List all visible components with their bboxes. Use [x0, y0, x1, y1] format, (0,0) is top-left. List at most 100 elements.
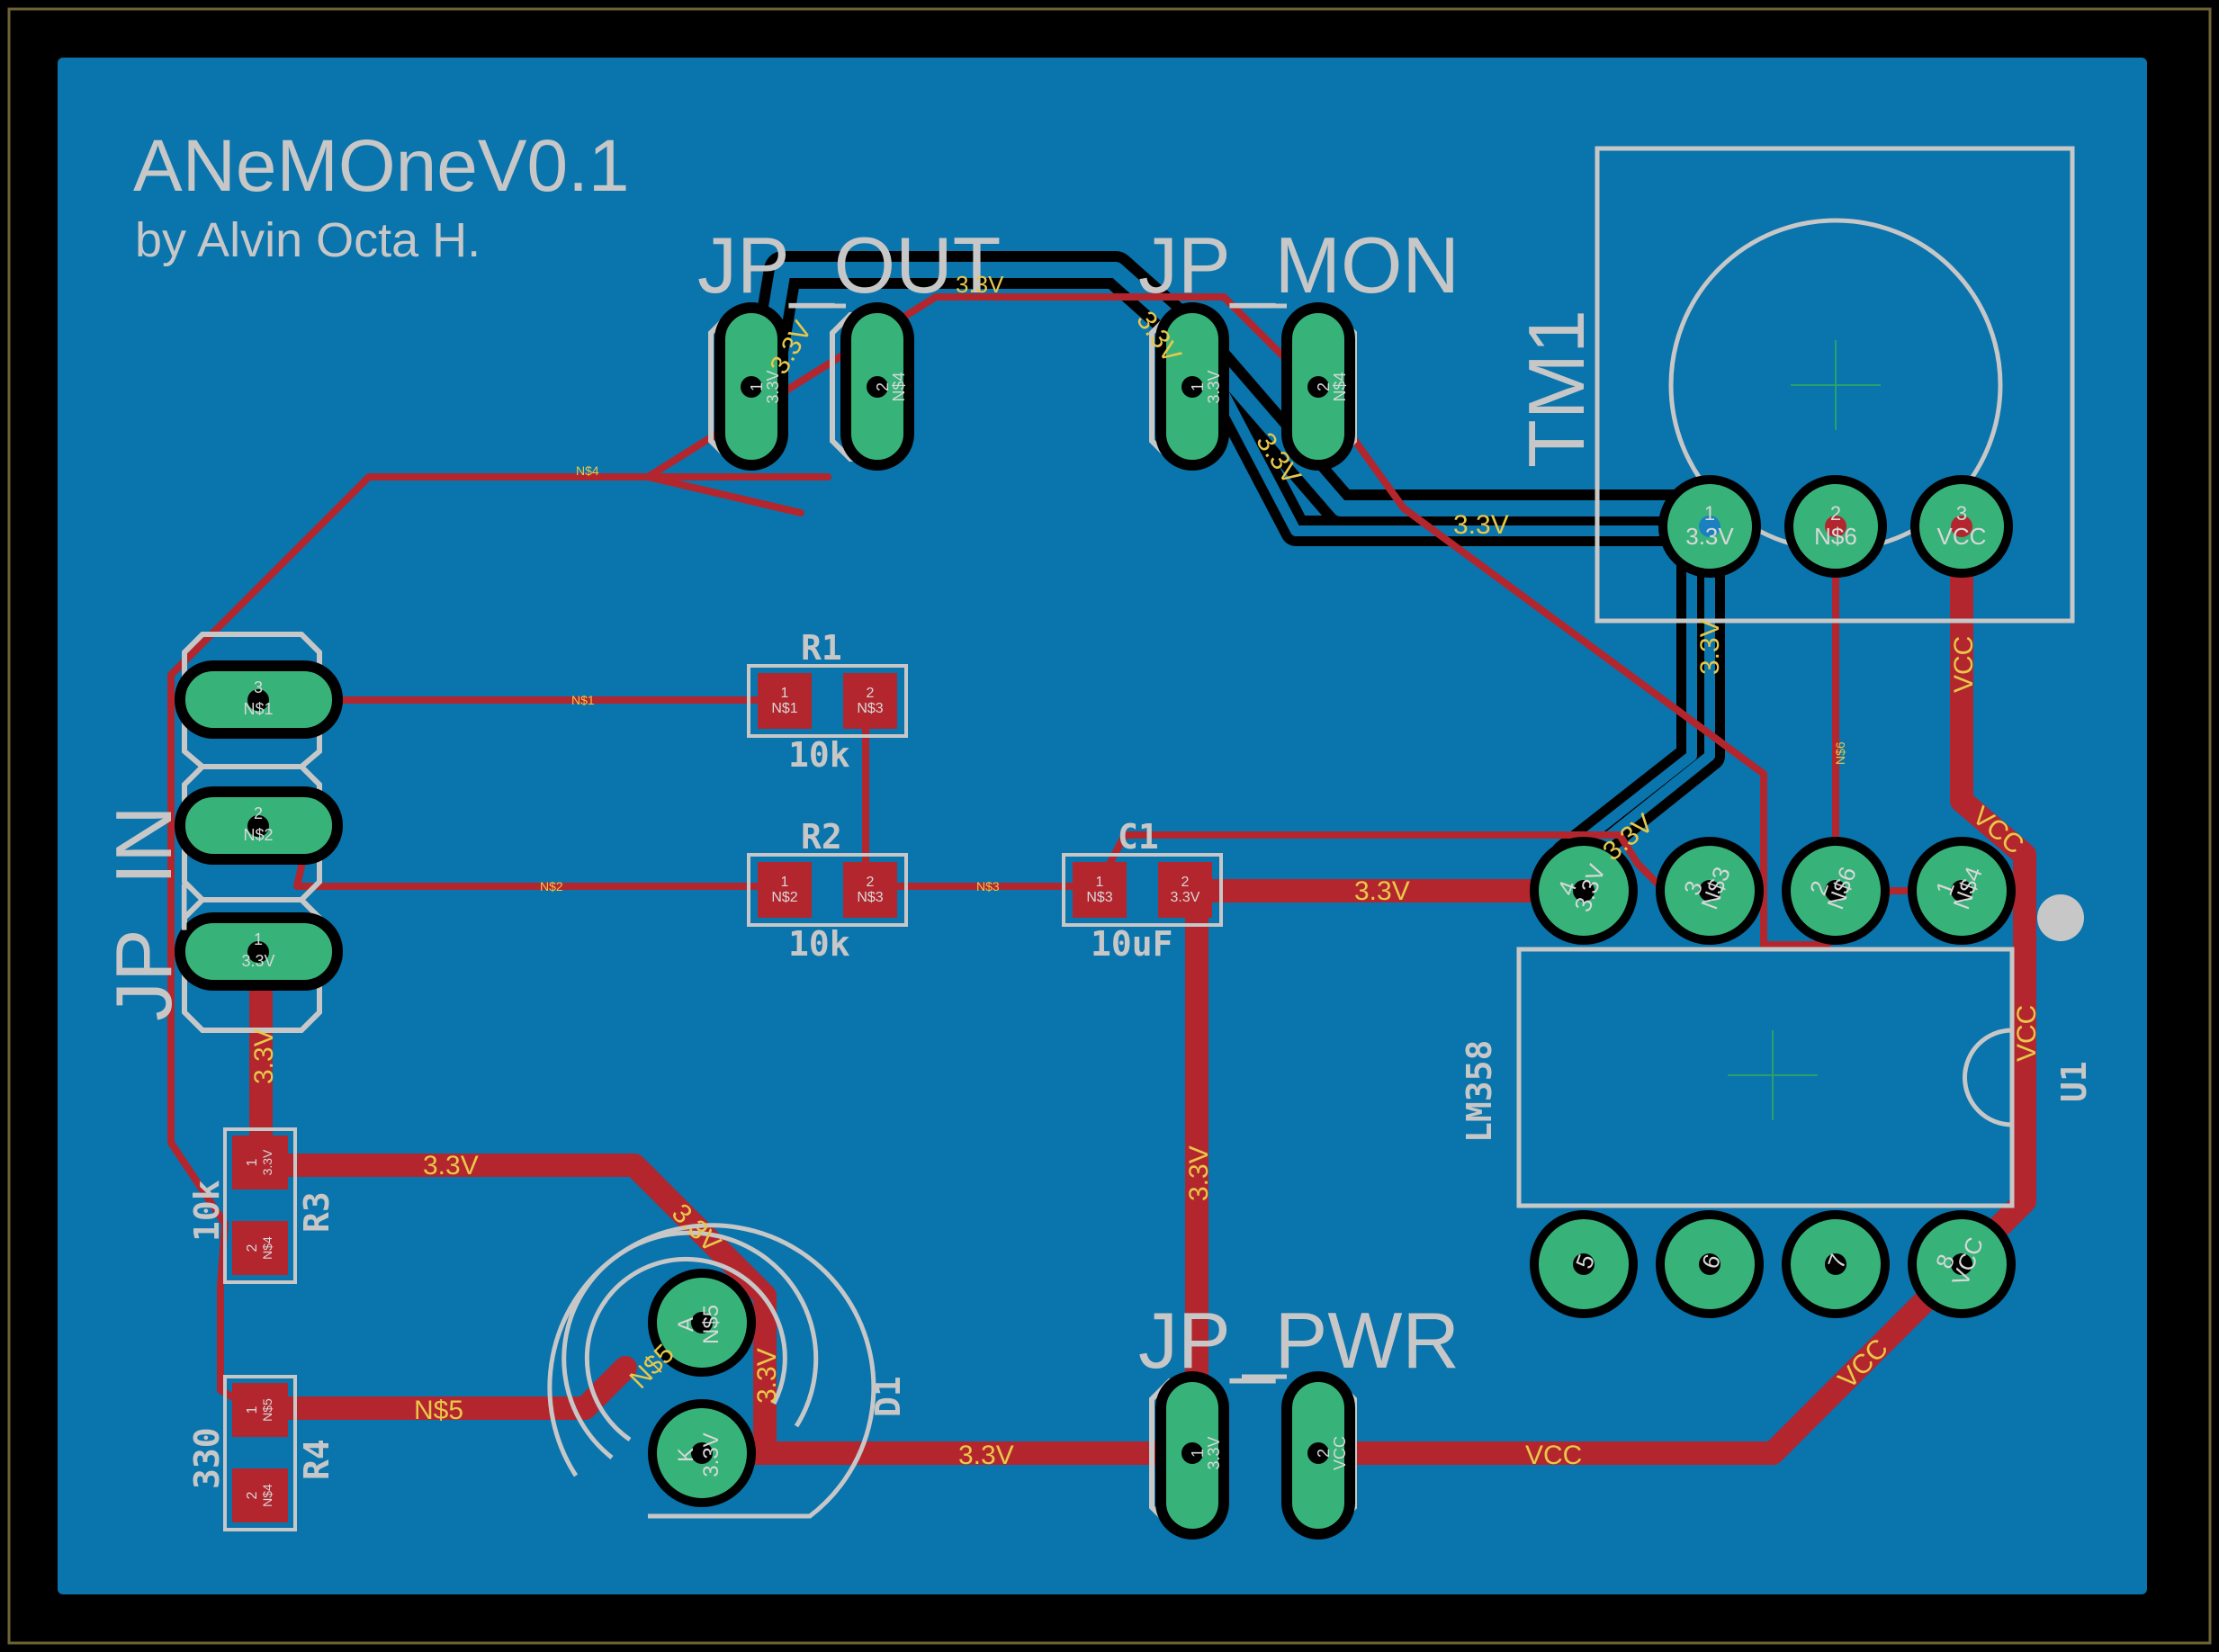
c1-name: C1	[1118, 817, 1159, 857]
label-vcc-u1: VCC	[2012, 1005, 2042, 1062]
label-n4: N$4	[576, 463, 599, 478]
board-outline	[7, 7, 2212, 1645]
d1-ring-inner2	[584, 1256, 787, 1442]
r4-pin2: 2	[245, 1491, 260, 1499]
jp-in-pin3-net: N$1	[243, 700, 273, 718]
d1-anode-net: N$5	[699, 1305, 723, 1344]
r2-pad-1	[758, 862, 812, 918]
thin-net-labels: N$4 N$1 N$2 N$3 N$6	[540, 463, 1847, 893]
jp-in-pin2-net: N$2	[243, 826, 273, 844]
jp-out-pin1-net: 3.3V	[764, 370, 782, 403]
label-vcc-bottom: VCC	[1525, 1441, 1582, 1470]
jp-in-pin2: 2	[254, 804, 263, 822]
r4-pad-1	[232, 1383, 288, 1437]
jp-in-pin1-net: 3.3V	[241, 952, 274, 970]
r4-pin1: 1	[245, 1405, 260, 1414]
pad-labels: 1 3.3V 2 N$4 1 3.3V 2 N$4 1 3.3V 2 VCC 3…	[241, 370, 1986, 1506]
label-vcc-tm1: VCC	[1949, 636, 1979, 693]
jp-pwr-pin1: 1	[1189, 1449, 1207, 1458]
label-n6: N$6	[1833, 741, 1847, 765]
jp-in-name: JP_IN	[99, 805, 188, 1021]
label-n5: N$5	[414, 1396, 463, 1425]
d1-cathode: K	[674, 1448, 698, 1462]
r2-pin2-net: N$3	[857, 890, 883, 905]
r3-pin1: 1	[245, 1158, 260, 1166]
label-n3: N$3	[976, 879, 1000, 893]
tm1-pin3-net: VCC	[1937, 523, 1987, 550]
c1-pin2: 2	[1181, 875, 1190, 890]
jp-mon-name: JP_MON	[1138, 220, 1460, 310]
label-33-top: 3.3V	[956, 271, 1004, 298]
r1-pin2-net: N$3	[857, 701, 883, 716]
r4-value: 330	[187, 1427, 227, 1489]
bottom-traces	[757, 262, 1715, 869]
label-33-tm1: 3.3V	[1453, 510, 1509, 540]
r2-pin1-net: N$2	[771, 890, 797, 905]
r1-name: R1	[801, 628, 842, 668]
r3-value: 10k	[187, 1180, 227, 1242]
u1-name: U1	[2054, 1061, 2094, 1102]
jp-out-pin2-net: N$4	[890, 372, 908, 401]
tm1-pin2-net: N$6	[1814, 523, 1857, 550]
r3-pad-2	[232, 1221, 288, 1275]
r1-silk	[747, 664, 908, 738]
d1-ring	[547, 1223, 876, 1519]
d1-ring-inner	[561, 1230, 819, 1459]
r2-pin2: 2	[867, 875, 875, 890]
jp-mon-pin2: 2	[1315, 382, 1333, 391]
r1-value: 10k	[788, 735, 850, 775]
c1-pad-1	[1073, 862, 1127, 918]
r4-pad-2	[232, 1468, 288, 1522]
r2-name: R2	[801, 817, 842, 857]
label-33-led: 3.3V	[752, 1348, 782, 1404]
tm1-name: TM1	[1512, 310, 1601, 468]
jp-out-pin1: 1	[748, 382, 766, 391]
u1-notch	[1963, 1028, 2013, 1127]
jp-pwr-name: JP_PWR	[1138, 1296, 1460, 1385]
tm1-pin3: 3	[1956, 502, 1967, 525]
r3-name: R3	[297, 1191, 337, 1233]
u1-value: LM358	[1460, 1040, 1499, 1143]
label-33-c1h: 3.3V	[1354, 876, 1410, 906]
r2-pin1: 1	[781, 875, 789, 890]
jp-mon-pin1: 1	[1189, 382, 1207, 391]
c1-value: 10uF	[1091, 924, 1173, 964]
r3-silk	[223, 1127, 297, 1284]
copper-pour	[58, 58, 2147, 1594]
silk-text: ANeMOneV0.1 by Alvin Octa H. JP_OUT JP_M…	[99, 125, 2094, 1489]
r1-pin1: 1	[781, 686, 789, 701]
u1-outline	[1516, 947, 2015, 1208]
tm1-pin1: 1	[1704, 502, 1715, 525]
label-33-tm1v: 3.3V	[1695, 619, 1725, 675]
label-n1: N$1	[571, 693, 595, 707]
u1-mark	[2037, 894, 2084, 941]
label-33-jpin: 3.3V	[249, 1028, 279, 1084]
jp-mon-pin2-net: N$4	[1331, 372, 1349, 401]
r3-pin2-net: N$4	[260, 1236, 274, 1260]
d1-anode: A	[674, 1317, 698, 1332]
r1-pin1-net: N$1	[771, 701, 797, 716]
r1-pin2: 2	[867, 686, 875, 701]
crosshairs	[1728, 340, 1881, 1120]
r1-pad-2	[843, 673, 897, 729]
jp-pwr-pin2-net: VCC	[1331, 1436, 1349, 1470]
jp-in-pin1: 1	[254, 930, 263, 948]
label-33-bottom: 3.3V	[958, 1441, 1014, 1470]
c1-pad-2	[1158, 862, 1212, 918]
board-author: by Alvin Octa H.	[135, 213, 481, 267]
jp-pwr-pin2: 2	[1315, 1449, 1333, 1458]
r3-pad-1	[232, 1136, 288, 1190]
d1-name: D1	[868, 1376, 908, 1417]
c1-pin1-net: N$3	[1086, 890, 1112, 905]
r4-pin2-net: N$4	[260, 1484, 274, 1507]
board-title: ANeMOneV0.1	[133, 125, 630, 207]
drill-holes	[247, 376, 1972, 1464]
jp-mon-pin1-net: 3.3V	[1205, 370, 1223, 403]
jp-in-pin3: 3	[254, 678, 263, 696]
tm1-outline	[1595, 146, 2075, 624]
d1-cathode-net: 3.3V	[699, 1432, 723, 1477]
tm1-pin1-net: 3.3V	[1685, 523, 1734, 550]
jp-pwr-pin1-net: 3.3V	[1205, 1436, 1223, 1469]
r4-silk	[223, 1375, 297, 1531]
